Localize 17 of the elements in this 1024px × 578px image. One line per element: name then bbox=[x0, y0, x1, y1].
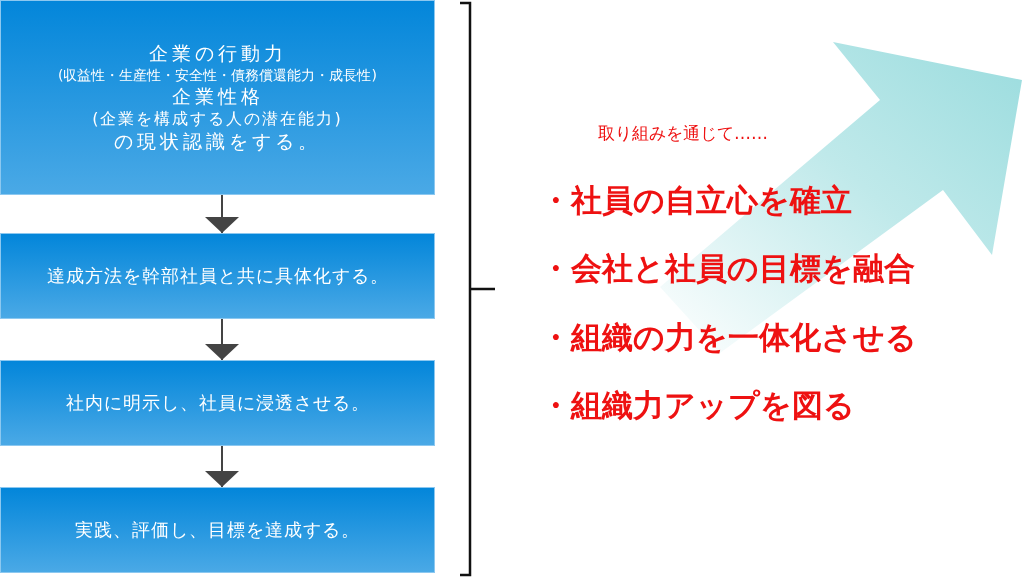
box-note: (企業を構成する人の潜在能力) bbox=[92, 108, 343, 130]
box-note: (収益性・生産性・安全性・債務償還能力・成長性) bbox=[58, 65, 377, 84]
process-box bbox=[0, 0, 435, 195]
process-box: 社内に明示し、社員に浸透させる。 bbox=[0, 360, 435, 446]
bullet-item: ・組織力アップを図る bbox=[540, 386, 855, 425]
arrow bbox=[205, 194, 239, 234]
label-text: 取り組みを通じて…… bbox=[598, 122, 768, 145]
arrow bbox=[205, 445, 239, 488]
bullet-item: ・会社と社員の目標を融合 bbox=[540, 249, 915, 288]
box-heading: 企業性格 bbox=[171, 83, 264, 109]
bullet-item: ・組織の力を一体化させる bbox=[540, 318, 917, 357]
process-box: 達成方法を幹部社員と共に具体化する。 bbox=[0, 233, 435, 319]
box-heading: の現状認識をする。 bbox=[114, 129, 321, 154]
bullet-item: ・社員の自立心を確立 bbox=[540, 181, 852, 220]
box-heading: 企業の行動力 bbox=[148, 40, 287, 66]
arrow bbox=[205, 318, 239, 361]
process-box: 実践、評価し、目標を達成する。 bbox=[0, 487, 435, 573]
